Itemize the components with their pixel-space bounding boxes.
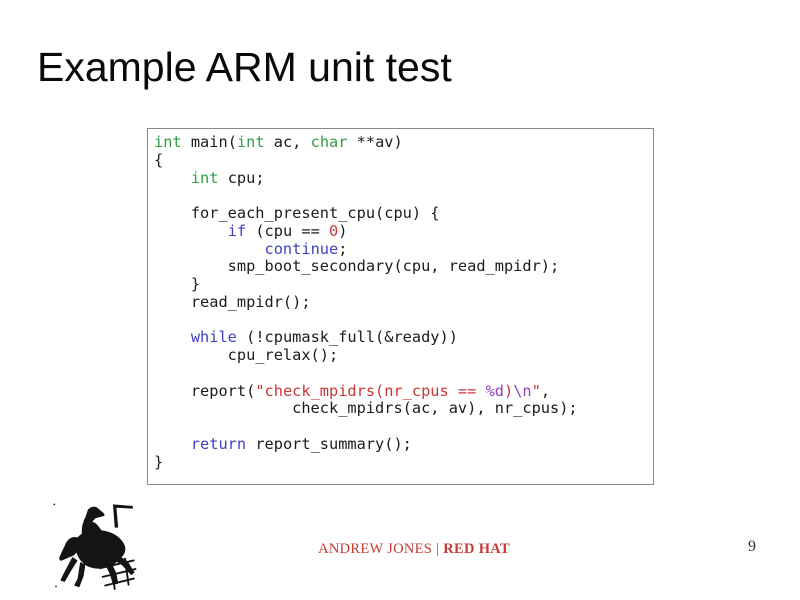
page-number: 9: [748, 538, 756, 555]
footer-author: ANDREW JONES: [318, 541, 433, 557]
footer: ANDREW JONES | RED HAT: [14, 541, 800, 558]
code-pre: int main(int ac, char **av){ int cpu; fo…: [154, 133, 578, 471]
page-title: Example ARM unit test: [37, 44, 452, 90]
code-block: int main(int ac, char **av){ int cpu; fo…: [147, 128, 654, 485]
footer-company: RED HAT: [443, 541, 510, 557]
bucking-bronco-icon: [50, 500, 138, 595]
footer-separator: |: [436, 541, 440, 557]
